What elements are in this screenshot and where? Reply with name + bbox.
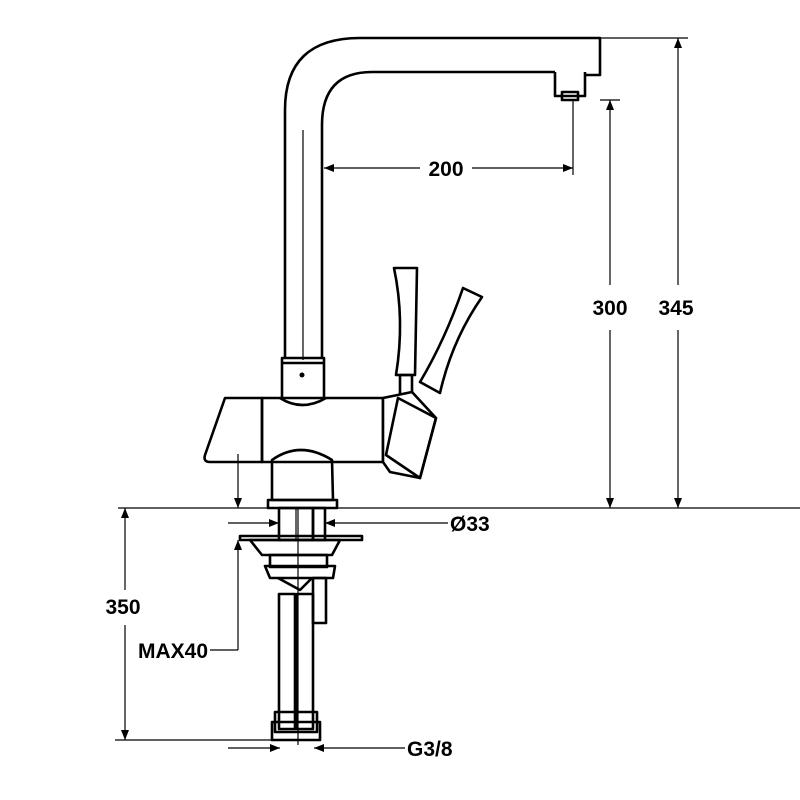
mounting-assembly xyxy=(238,506,364,745)
lever-handles xyxy=(381,266,484,480)
dim-label-345: 345 xyxy=(658,297,693,320)
dimension-diameter-33: Ø33 xyxy=(228,513,490,536)
spout xyxy=(283,36,602,360)
dimension-max40: MAX40 xyxy=(138,540,242,663)
dim-label-max40: MAX40 xyxy=(138,640,208,663)
dimension-350: 350 xyxy=(105,508,275,741)
faucet-body xyxy=(203,396,385,510)
dim-label-300: 300 xyxy=(592,297,627,320)
dim-label-350: 350 xyxy=(105,596,140,619)
dim-label-200: 200 xyxy=(428,158,463,181)
dimension-300: 300 xyxy=(592,99,628,508)
dim-label-g3-8: G3/8 xyxy=(407,738,453,761)
dimension-200: 200 xyxy=(324,100,574,181)
dimension-g3-8: G3/8 xyxy=(228,738,453,761)
dim-label-diameter-33: Ø33 xyxy=(450,513,490,536)
dimension-345: 345 xyxy=(600,37,694,508)
spout-collar xyxy=(279,356,327,407)
